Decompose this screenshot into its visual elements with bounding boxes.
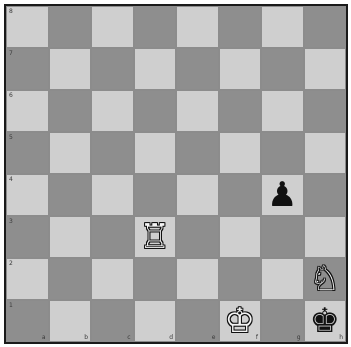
rank-label: 6	[9, 92, 13, 99]
white-rook-icon[interactable]: ♖	[140, 220, 170, 254]
file-label: f	[256, 334, 258, 341]
square-a7[interactable]: 7	[6, 48, 49, 90]
square-h8[interactable]	[304, 6, 347, 48]
square-d1[interactable]: d	[134, 300, 177, 342]
rank-label: 7	[9, 50, 13, 57]
square-c6[interactable]	[91, 90, 134, 132]
rank-label: 1	[9, 302, 13, 309]
black-pawn-icon[interactable]: ♟	[267, 178, 297, 212]
square-b8[interactable]	[49, 6, 92, 48]
square-b7[interactable]	[49, 48, 92, 90]
square-e4[interactable]	[176, 174, 219, 216]
file-label: c	[127, 334, 130, 341]
rank-label: 8	[9, 8, 13, 15]
square-a8[interactable]: 8	[6, 6, 49, 48]
square-c1[interactable]: c	[91, 300, 134, 342]
square-c3[interactable]	[91, 216, 134, 258]
square-f7[interactable]	[219, 48, 262, 90]
square-h7[interactable]	[304, 48, 347, 90]
square-h3[interactable]	[304, 216, 347, 258]
square-b3[interactable]	[49, 216, 92, 258]
square-f3[interactable]	[219, 216, 262, 258]
file-label: h	[339, 334, 343, 341]
square-h6[interactable]	[304, 90, 347, 132]
square-g2[interactable]	[261, 258, 304, 300]
square-e8[interactable]	[176, 6, 219, 48]
square-h5[interactable]	[304, 132, 347, 174]
white-knight-icon[interactable]: ♘	[310, 262, 340, 296]
square-f5[interactable]	[219, 132, 262, 174]
square-f8[interactable]	[219, 6, 262, 48]
square-c2[interactable]	[91, 258, 134, 300]
square-a4[interactable]: 4	[6, 174, 49, 216]
square-a3[interactable]: 3	[6, 216, 49, 258]
rank-label: 4	[9, 176, 13, 183]
square-c7[interactable]	[91, 48, 134, 90]
square-e7[interactable]	[176, 48, 219, 90]
square-c4[interactable]	[91, 174, 134, 216]
square-h1[interactable]: h♚	[304, 300, 347, 342]
file-label: e	[212, 334, 216, 341]
square-f4[interactable]	[219, 174, 262, 216]
white-king-icon[interactable]: ♔	[225, 304, 255, 338]
square-b5[interactable]	[49, 132, 92, 174]
square-g1[interactable]: g	[261, 300, 304, 342]
rank-label: 5	[9, 134, 13, 141]
file-label: g	[297, 334, 301, 341]
square-f2[interactable]	[219, 258, 262, 300]
square-d7[interactable]	[134, 48, 177, 90]
square-a2[interactable]: 2	[6, 258, 49, 300]
square-a6[interactable]: 6	[6, 90, 49, 132]
file-label: d	[169, 334, 173, 341]
square-d2[interactable]	[134, 258, 177, 300]
square-e1[interactable]: e	[176, 300, 219, 342]
square-g4[interactable]: ♟	[261, 174, 304, 216]
square-b1[interactable]: b	[49, 300, 92, 342]
square-d8[interactable]	[134, 6, 177, 48]
rank-label: 2	[9, 260, 13, 267]
rank-label: 3	[9, 218, 13, 225]
file-label: a	[42, 334, 46, 341]
square-b6[interactable]	[49, 90, 92, 132]
square-g5[interactable]	[261, 132, 304, 174]
square-d3[interactable]: ♖	[134, 216, 177, 258]
square-c5[interactable]	[91, 132, 134, 174]
square-g3[interactable]	[261, 216, 304, 258]
square-a5[interactable]: 5	[6, 132, 49, 174]
black-king-icon[interactable]: ♚	[310, 304, 340, 338]
square-h2[interactable]: ♘	[304, 258, 347, 300]
square-e2[interactable]	[176, 258, 219, 300]
square-e6[interactable]	[176, 90, 219, 132]
square-g7[interactable]	[261, 48, 304, 90]
square-h4[interactable]	[304, 174, 347, 216]
square-d4[interactable]	[134, 174, 177, 216]
file-label: b	[84, 334, 88, 341]
square-g6[interactable]	[261, 90, 304, 132]
square-e3[interactable]	[176, 216, 219, 258]
square-b2[interactable]	[49, 258, 92, 300]
square-b4[interactable]	[49, 174, 92, 216]
square-f1[interactable]: f♔	[219, 300, 262, 342]
square-e5[interactable]	[176, 132, 219, 174]
square-g8[interactable]	[261, 6, 304, 48]
square-c8[interactable]	[91, 6, 134, 48]
square-d6[interactable]	[134, 90, 177, 132]
square-d5[interactable]	[134, 132, 177, 174]
square-f6[interactable]	[219, 90, 262, 132]
